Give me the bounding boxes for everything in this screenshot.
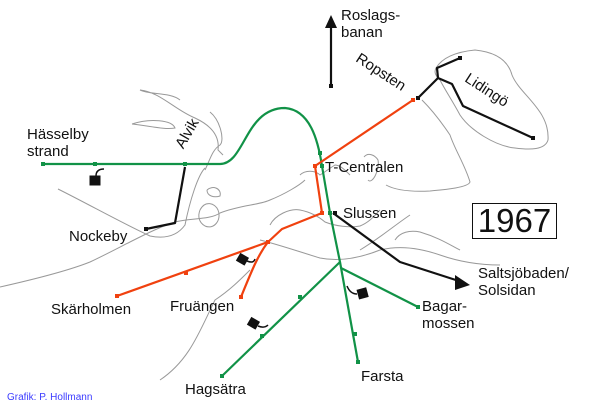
station-label-hagsatra: Hagsätra <box>185 381 246 398</box>
green-line <box>43 106 360 363</box>
roslagsbanan-arrow-icon <box>325 15 337 28</box>
shoreline <box>299 164 351 176</box>
station-label-farsta: Farsta <box>361 368 404 385</box>
station-label-nockeby: Nockeby <box>69 228 128 245</box>
green-line-bagarmossen <box>340 267 419 308</box>
station-label-bagarmossen: Bagar- mossen <box>422 298 475 332</box>
black-line-saltsjobanan <box>332 212 463 284</box>
shoreline <box>385 99 471 192</box>
station-label-tcentralen: T-Centralen <box>325 159 404 176</box>
depot-icons <box>89 168 369 330</box>
depot-icon <box>89 168 105 186</box>
shoreline <box>434 49 549 150</box>
credit-text: Grafik: P. Hollmann <box>7 392 93 403</box>
shoreline <box>206 187 221 198</box>
red-line-fruangen <box>239 241 269 298</box>
station-label-slussen: Slussen <box>343 205 397 222</box>
shoreline <box>363 153 379 182</box>
shoreline <box>204 111 223 171</box>
shoreline <box>259 239 501 266</box>
station-label-skarholmen: Skärholmen <box>51 301 132 318</box>
red-line <box>116 99 414 298</box>
stations <box>41 56 535 378</box>
station-label-fruangen: Fruängen <box>170 298 235 315</box>
shoreline <box>139 89 224 156</box>
station-label-saltsjobaden: Saltsjöbaden/ Solsidan <box>478 265 569 299</box>
shoreline <box>57 167 206 238</box>
depot-icon <box>346 285 369 300</box>
depot-icon <box>246 316 269 330</box>
station-label-hasselby: Hässelby strand <box>27 126 89 160</box>
saltsjobaden-arrow-icon <box>455 275 470 290</box>
year-box: 1967 <box>472 203 557 239</box>
shoreline <box>269 209 381 228</box>
black-line-nockeby <box>145 166 187 231</box>
black-line-lidingo <box>417 56 534 140</box>
shoreline <box>359 214 461 251</box>
green-line-hagsatra <box>221 261 341 377</box>
shoreline <box>0 179 306 288</box>
label-roslagsbanan: Roslags- banan <box>341 7 401 41</box>
shorelines <box>0 49 549 381</box>
shoreline <box>131 120 176 129</box>
depot-icon <box>235 252 256 266</box>
shoreline <box>159 269 251 381</box>
